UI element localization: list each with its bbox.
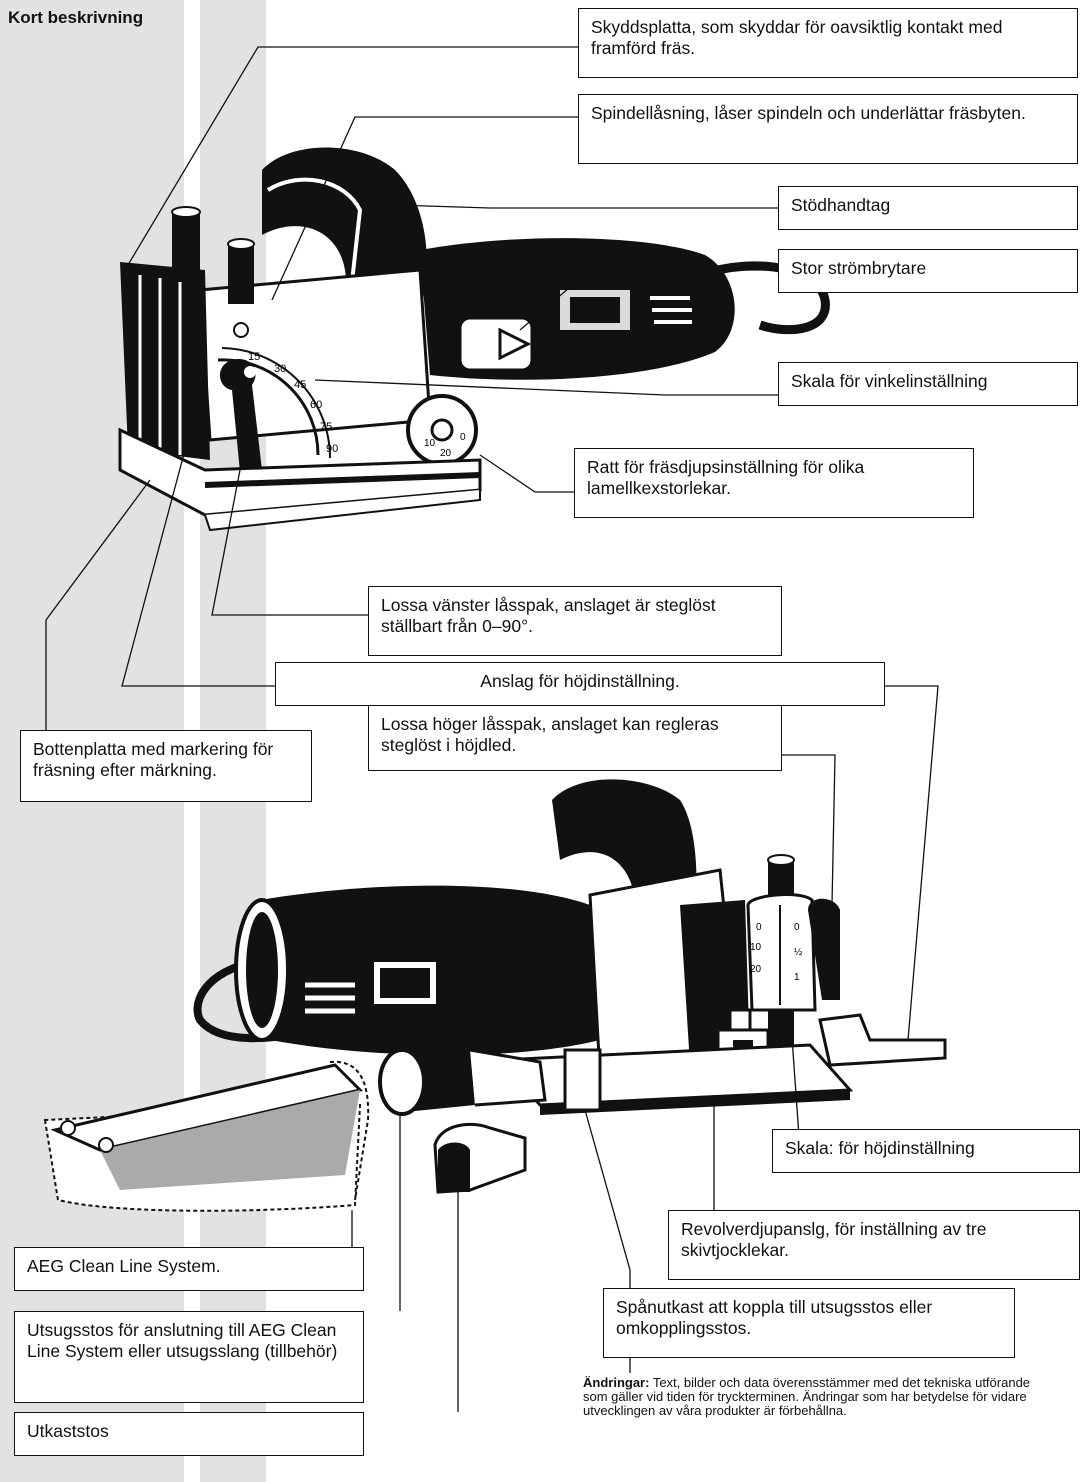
label-ratt: Ratt för fräsdjupsinställning för olika … bbox=[574, 448, 974, 518]
leader-stodhandtag bbox=[394, 204, 778, 209]
changes-note-heading: Ändringar: bbox=[583, 1375, 650, 1390]
label-bottenplatta: Bottenplatta med markering för fräsning … bbox=[20, 730, 312, 802]
height-scale-left-10: 10 bbox=[750, 942, 762, 953]
angle-scale-15: 15 bbox=[248, 351, 260, 363]
label-stodhandtag: Stödhandtag bbox=[778, 186, 1078, 230]
label-anslag-hojd: Anslag för höjdinställning. bbox=[275, 662, 885, 706]
label-hojdskala: Skala: för höjdinställning bbox=[772, 1129, 1080, 1173]
leader-ratt bbox=[479, 454, 574, 493]
angle-scale-60: 60 bbox=[310, 399, 322, 411]
leader-lines bbox=[45, 46, 939, 1412]
leader-strombrytare bbox=[519, 269, 778, 331]
dial-mark-0: 0 bbox=[460, 432, 466, 443]
changes-note: Ändringar: Text, bilder och data överens… bbox=[583, 1376, 1053, 1418]
label-utkaststos: Utkaststos bbox=[14, 1412, 364, 1456]
biscuit-joiner-illustration-bottom: 0 10 20 0 ½ 1 bbox=[43, 779, 947, 1212]
dial-mark-10: 10 bbox=[424, 438, 436, 449]
page-title: Kort beskrivning bbox=[8, 8, 144, 27]
height-scale-right-0: 0 bbox=[794, 922, 800, 933]
label-vanster-lasspak: Lossa vänster låsspak, anslaget är stegl… bbox=[368, 586, 782, 656]
label-utsugsstos: Utsugsstos för anslutning till AEG Clean… bbox=[14, 1311, 364, 1403]
leader-spindellasning bbox=[271, 116, 578, 301]
angle-scale-75: 75 bbox=[320, 421, 332, 433]
leader-bottenplatta bbox=[45, 479, 151, 737]
height-scale-left-0: 0 bbox=[756, 922, 762, 933]
label-vinkelskala: Skala för vinkelinställning bbox=[778, 362, 1078, 406]
label-clean-line: AEG Clean Line System. bbox=[14, 1247, 364, 1291]
label-skyddsplatta: Skyddsplatta, som skyddar för oavsiktlig… bbox=[578, 8, 1078, 78]
leader-vinkelskala bbox=[314, 379, 778, 396]
leader-skyddsplatta bbox=[124, 46, 578, 271]
label-revolver: Revolverdjupanslg, för inställning av tr… bbox=[668, 1210, 1080, 1280]
angle-scale-45: 45 bbox=[294, 379, 306, 391]
angle-scale-30: 30 bbox=[274, 363, 286, 375]
label-spindellasning: Spindellåsning, låser spindeln och under… bbox=[578, 94, 1078, 164]
leader-anslag-hojd-right bbox=[885, 685, 939, 1041]
leader-vanster-lasspak bbox=[211, 469, 368, 616]
label-spanutkast: Spånutkast att koppla till utsugsstos el… bbox=[603, 1288, 1015, 1358]
dial-mark-20: 20 bbox=[440, 448, 452, 459]
changes-note-text: Text, bilder och data överensstämmer med… bbox=[583, 1375, 1031, 1418]
biscuit-joiner-illustration-top: 15 30 45 60 75 90 10 20 0 bbox=[118, 147, 830, 532]
label-strombrytare: Stor strömbrytare bbox=[778, 249, 1078, 293]
height-scale-left-20: 20 bbox=[750, 964, 762, 975]
label-hoger-lasspak: Lossa höger låsspak, anslaget kan regler… bbox=[368, 706, 782, 771]
leader-hoger-lasspak bbox=[782, 754, 836, 906]
leader-anslag-hojd bbox=[121, 374, 275, 687]
angle-scale-90: 90 bbox=[326, 443, 338, 455]
height-scale-right-1: 1 bbox=[794, 972, 800, 983]
height-scale-right-half: ½ bbox=[794, 947, 803, 958]
